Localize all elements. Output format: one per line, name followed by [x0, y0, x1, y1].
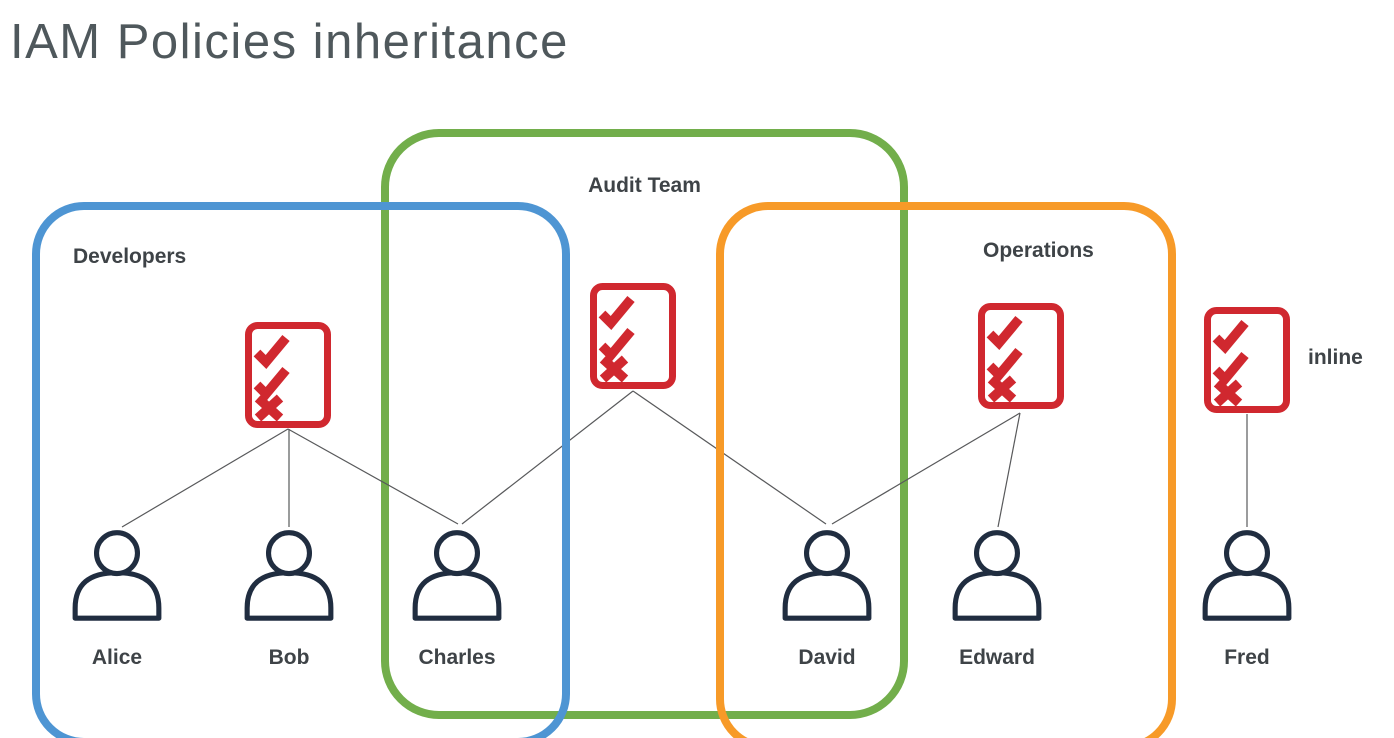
policy-icon-developers: [245, 322, 331, 428]
user-name-label: David: [798, 646, 856, 669]
user-charles: Charles: [402, 528, 512, 670]
checklist-policy-icon: [590, 283, 676, 389]
checklist-policy-icon: [978, 303, 1064, 409]
user-alice: Alice: [62, 528, 172, 670]
policy-icon-inline: [1204, 307, 1290, 413]
group-label-operations: Operations: [983, 239, 1094, 262]
user-edward: Edward: [942, 528, 1052, 670]
policy-icon-operations: [978, 303, 1064, 409]
person-icon: [72, 528, 162, 621]
group-label-developers: Developers: [73, 245, 187, 268]
page-title: IAM Policies inheritance: [10, 15, 569, 69]
inline-policy-label: inline: [1308, 346, 1363, 369]
group-label-audit-team: Audit Team: [588, 174, 701, 197]
user-name-label: Edward: [959, 646, 1035, 669]
person-icon: [244, 528, 334, 621]
person-icon: [952, 528, 1042, 621]
checklist-policy-icon: [245, 322, 331, 428]
user-name-label: Alice: [91, 646, 143, 669]
user-name-label: Fred: [1224, 646, 1270, 669]
user-name-label: Bob: [268, 646, 310, 669]
user-name-label: Charles: [418, 646, 496, 669]
user-david: David: [772, 528, 882, 670]
person-icon: [1202, 528, 1292, 621]
person-icon: [782, 528, 872, 621]
person-icon: [412, 528, 502, 621]
policy-icon-audit-team: [590, 283, 676, 389]
user-bob: Bob: [234, 528, 344, 670]
user-fred: Fred: [1192, 528, 1302, 670]
checklist-policy-icon: [1204, 307, 1290, 413]
